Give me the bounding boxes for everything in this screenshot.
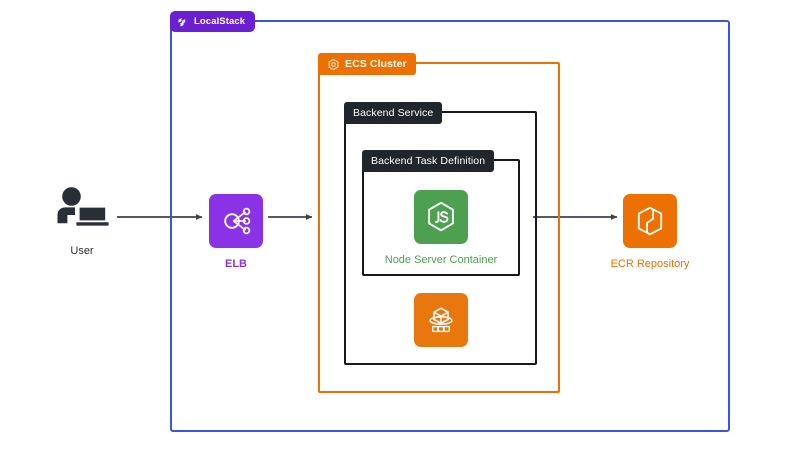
badge-backend-service-label: Backend Service: [353, 107, 434, 119]
badge-ecs-cluster: ECS Cluster: [318, 53, 416, 75]
node-user[interactable]: User: [46, 185, 118, 258]
ecs-task-icon: [414, 293, 468, 347]
ecr-repository-icon: [623, 194, 677, 248]
boundary-localstack: LocalStack ECS Cluster Backend Service: [170, 11, 730, 432]
node-ecr-repository[interactable]: ECR Repository: [611, 194, 689, 271]
badge-localstack-label: LocalStack: [194, 16, 246, 27]
ecs-cluster-icon: [327, 58, 340, 71]
node-server-container-label: Node Server Container: [384, 254, 498, 266]
node-node-server-container[interactable]: Node Server Container: [385, 190, 497, 267]
badge-localstack: LocalStack: [170, 11, 256, 32]
user-at-laptop-icon: [46, 185, 118, 235]
badge-backend-service: Backend Service: [344, 102, 443, 124]
boundary-backend-service: Backend Service Backend Task Definition: [344, 102, 537, 365]
node-ecs-task[interactable]: [414, 293, 468, 347]
elastic-load-balancer-icon: [209, 194, 263, 248]
badge-ecs-cluster-label: ECS Cluster: [345, 58, 407, 70]
boundary-ecs-cluster: ECS Cluster Backend Service Backend Task…: [318, 53, 560, 393]
badge-backend-task-definition: Backend Task Definition: [362, 150, 495, 172]
localstack-logo-icon: [177, 16, 189, 28]
badge-backend-task-definition-label: Backend Task Definition: [371, 155, 486, 167]
boundary-backend-task-definition: Backend Task Definition Node Server Cont…: [362, 150, 520, 276]
elb-label: ELB: [225, 258, 247, 270]
nodejs-icon: [414, 190, 468, 244]
ecr-repository-label: ECR Repository: [610, 258, 690, 270]
node-elb[interactable]: ELB: [209, 194, 263, 271]
user-label: User: [70, 245, 94, 257]
